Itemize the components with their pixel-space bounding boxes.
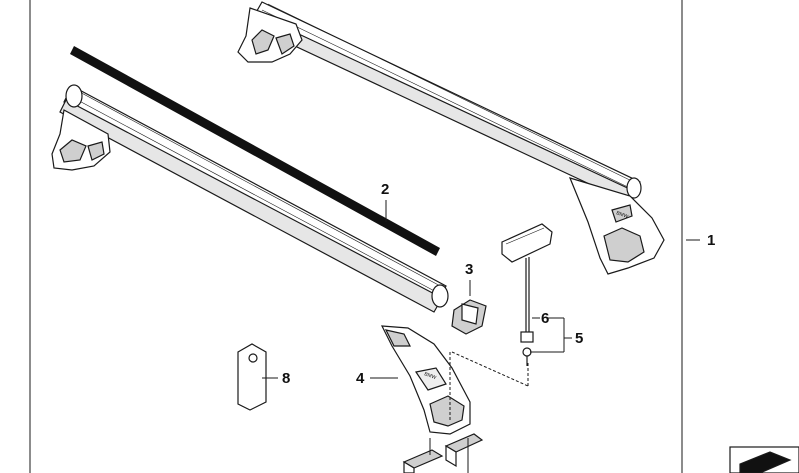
rubber-strip <box>70 46 440 256</box>
brand-mark-front: BMW <box>423 371 437 381</box>
foot-front-left <box>51 109 111 171</box>
frame-border <box>29 0 683 473</box>
callout-2: 2 <box>381 181 390 198</box>
callout-3: 3 <box>465 261 474 278</box>
roof-bar-front <box>59 84 449 313</box>
callout-1: 1 <box>707 232 716 249</box>
brand-mark-rear: BMW <box>615 210 629 220</box>
foot-rear-left <box>237 7 303 63</box>
roof-bar-rear <box>249 1 642 204</box>
foot-assembly: BMW <box>380 325 471 435</box>
symbol-box <box>729 446 799 473</box>
clips <box>402 433 484 473</box>
rubber-block <box>451 299 487 335</box>
knob-bolt <box>501 223 553 366</box>
callout-4: 4 <box>356 370 365 387</box>
mounting-plate <box>237 343 267 411</box>
leader-lines <box>262 200 700 473</box>
callout-8: 8 <box>282 370 291 387</box>
callout-6: 6 <box>541 310 550 327</box>
foot-rear-right: BMW <box>568 177 665 275</box>
callout-5: 5 <box>575 330 584 347</box>
